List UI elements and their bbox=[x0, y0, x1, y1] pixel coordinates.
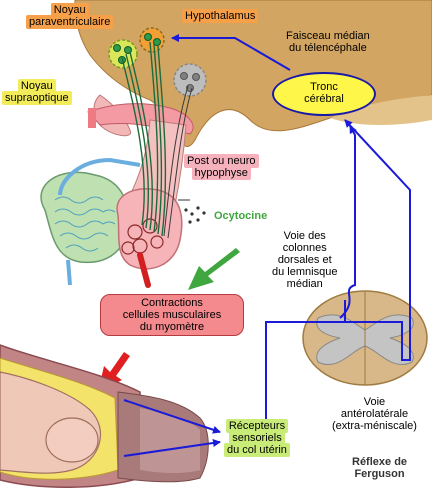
artery-stub bbox=[88, 108, 96, 128]
pathway-tronc-to-hypothalamus bbox=[171, 34, 291, 71]
label-recepteurs: Récepteurs sensoriels du col utérin bbox=[224, 419, 290, 457]
pathway-cervix-upper bbox=[123, 399, 221, 434]
label-noyau-supraoptique: Noyau supraoptique bbox=[2, 79, 72, 105]
pathway-dorsal-column bbox=[339, 125, 357, 319]
label-voie-colonnes: Voie des colonnes dorsales et du lemnisq… bbox=[272, 230, 338, 290]
label-post-hypophyse: Post ou neuro hypophyse bbox=[184, 154, 259, 180]
anterior-pituitary bbox=[40, 171, 129, 264]
birth-canal bbox=[140, 408, 200, 473]
fetal-head bbox=[45, 417, 99, 463]
label-hypothalamus: Hypothalamus bbox=[182, 9, 259, 23]
pathway-receptors-to-dorsal-column bbox=[265, 308, 346, 420]
label-noyau-paraventriculaire: Noyau paraventriculaire bbox=[26, 3, 114, 29]
venous-drain-red bbox=[137, 252, 151, 288]
pathway-anterolateral bbox=[344, 119, 411, 361]
posterior-pituitary bbox=[116, 188, 183, 270]
contractions-box: Contractions cellules musculaires du myo… bbox=[100, 294, 244, 336]
label-voie-anterolaterale: Voie antérolatérale (extra-méniscale) bbox=[332, 396, 417, 432]
other-nucleus-grey bbox=[173, 63, 207, 97]
label-ocytocine: Ocytocine bbox=[214, 210, 268, 222]
brain-fold bbox=[330, 95, 432, 125]
pathway-cervix-lower bbox=[123, 439, 221, 457]
portal-vein-blue bbox=[58, 157, 141, 286]
ocytocin-arrow bbox=[188, 248, 240, 290]
